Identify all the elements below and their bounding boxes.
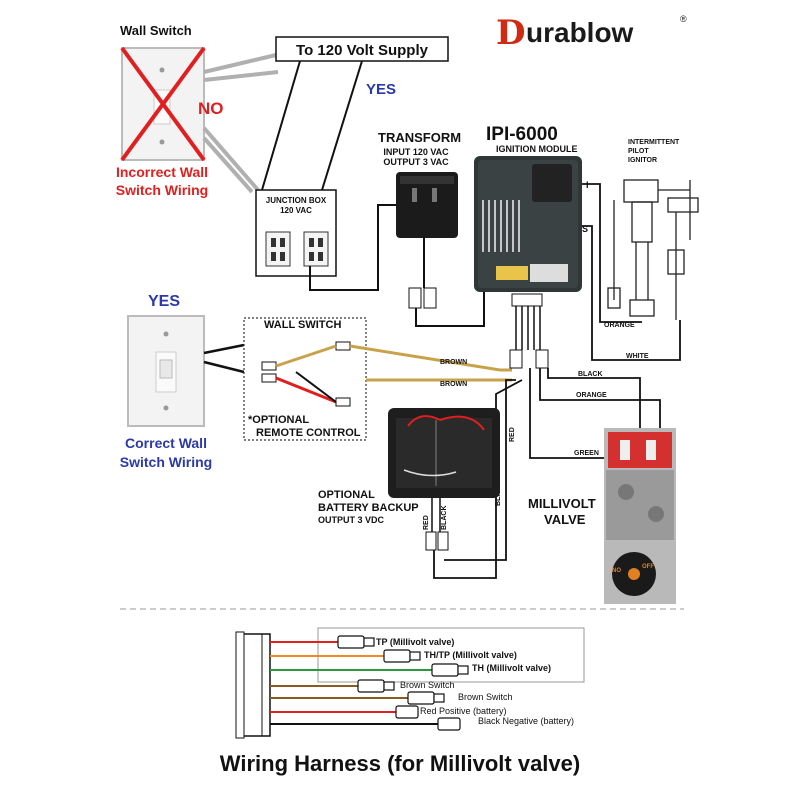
supply-wire-1 [261,60,301,191]
transformer-connector-2 [423,287,437,309]
black-valve-wire [547,368,641,430]
green-wire-label: GREEN [574,450,599,457]
incorrect-caption-line2: Switch Wiring [116,182,208,198]
incorrect-wire-2 [203,70,279,82]
optional-remote-line1: *OPTIONAL [248,414,309,426]
brown-label-1: BROWN [440,359,467,366]
orange-ignitor-wire [582,183,642,323]
correct-switch-wire-2 [203,360,245,374]
red-x-line-2 [120,46,206,162]
white-wire-label: WHITE [626,353,649,360]
module-terminal-s: S [582,224,588,234]
white-ignitor-wire [582,225,681,361]
harness-label-tp: TP (Millivolt valve) [376,637,454,647]
remote-red-wire [275,376,337,404]
optional-remote-line2: REMOTE CONTROL [256,427,361,439]
transformer-title: TRANSFORM [378,130,461,145]
black-battery-label: BLACK [441,506,448,531]
orange-valve-wire [539,368,661,430]
junction-box-line1: JUNCTION BOX [266,196,327,205]
correct-yes-label: YES [148,293,180,310]
ignitor-line3: IGNITOR [628,157,657,164]
valve-line1: MILLIVOLT [528,496,596,511]
transformer-input: INPUT 120 VAC [383,147,449,157]
harness-label-brown2: Brown Switch [458,692,513,702]
ignitor-line1: INTERMITTENT [628,139,680,146]
red-battery-trunk [444,379,516,561]
remote-tan-wire [275,344,337,368]
transformer-output: OUTPUT 3 VAC [383,157,449,167]
ignition-module [474,156,582,292]
brown-label-2: BROWN [440,381,467,388]
registered-mark: ® [680,14,687,24]
battery-line3: OUTPUT 3 VDC [318,515,385,525]
ignitor-line2: PILOT [628,148,649,155]
brand-logo-letter: D [496,13,525,53]
orange-ignitor-label: ORANGE [604,322,635,329]
correct-caption-line2: Switch Wiring [120,454,212,470]
harness-plug [235,631,271,739]
black-wire-label: BLACK [578,371,603,378]
battery-line2: BATTERY BACKUP [318,502,419,514]
orange-wire-label: ORANGE [576,392,607,399]
outlet-left [265,231,291,267]
correct-wall-switch [127,315,205,427]
harness-label-th: TH (Millivolt valve) [472,663,551,673]
module-title: IPI-6000 [486,124,558,145]
battery-connector-1 [425,531,437,551]
supply-label: To 120 Volt Supply [296,42,429,59]
red-vertical-label: RED [509,427,516,442]
remote-black-wire [295,371,337,403]
correct-caption-line1: Correct Wall [125,435,207,451]
black-battery-trunk [433,379,523,579]
incorrect-wire-3 [202,126,260,192]
harness-label-red: Red Positive (battery) [420,706,507,716]
harness-title: Wiring Harness (for Millivolt valve) [220,751,580,776]
supply-wire-2 [321,60,363,191]
valve-line2: VALVE [544,512,586,527]
transformer [396,172,458,238]
supply-yes-label: YES [366,81,396,98]
outlet-right [303,231,329,267]
junction-box: JUNCTION BOX 120 VAC [255,189,337,277]
pilot-ignitor [607,179,699,320]
incorrect-wall-switch [120,46,206,162]
module-harness [509,293,549,369]
incorrect-switch-title: Wall Switch [120,23,192,38]
no-label: NO [198,99,224,118]
valve-knob-off: OFF [642,564,654,570]
harness-connectors [337,635,469,731]
millivolt-valve: NO OFF [604,428,676,604]
wall-switch-box-title: WALL SWITCH [264,319,341,331]
red-battery-label: RED [423,515,430,530]
incorrect-wire-4 [202,136,254,194]
harness-label-black: Black Negative (battery) [478,716,574,726]
brown-wire-1 [349,344,512,372]
transformer-to-module-wire [415,292,485,327]
module-subtitle: IGNITION MODULE [496,144,578,154]
transformer-connector-1 [408,287,422,309]
harness-label-thtp: TH/TP (Millivolt valve) [424,650,517,660]
incorrect-caption-line1: Incorrect Wall [116,164,208,180]
incorrect-wire-1 [203,53,277,74]
transformer-to-junction-wire [309,204,396,291]
battery-connector-2 [437,531,449,551]
module-terminal-i: I [586,180,589,190]
brand-logo: D urablow ® [496,13,687,53]
battery-backup [388,408,500,498]
junction-box-line2: 120 VAC [280,206,312,215]
valve-knob-no: NO [612,568,621,574]
harness-label-brown1: Brown Switch [400,680,455,690]
brand-name: urablow [526,17,634,48]
correct-switch-wire-1 [203,343,245,355]
battery-line1: OPTIONAL [318,489,375,501]
